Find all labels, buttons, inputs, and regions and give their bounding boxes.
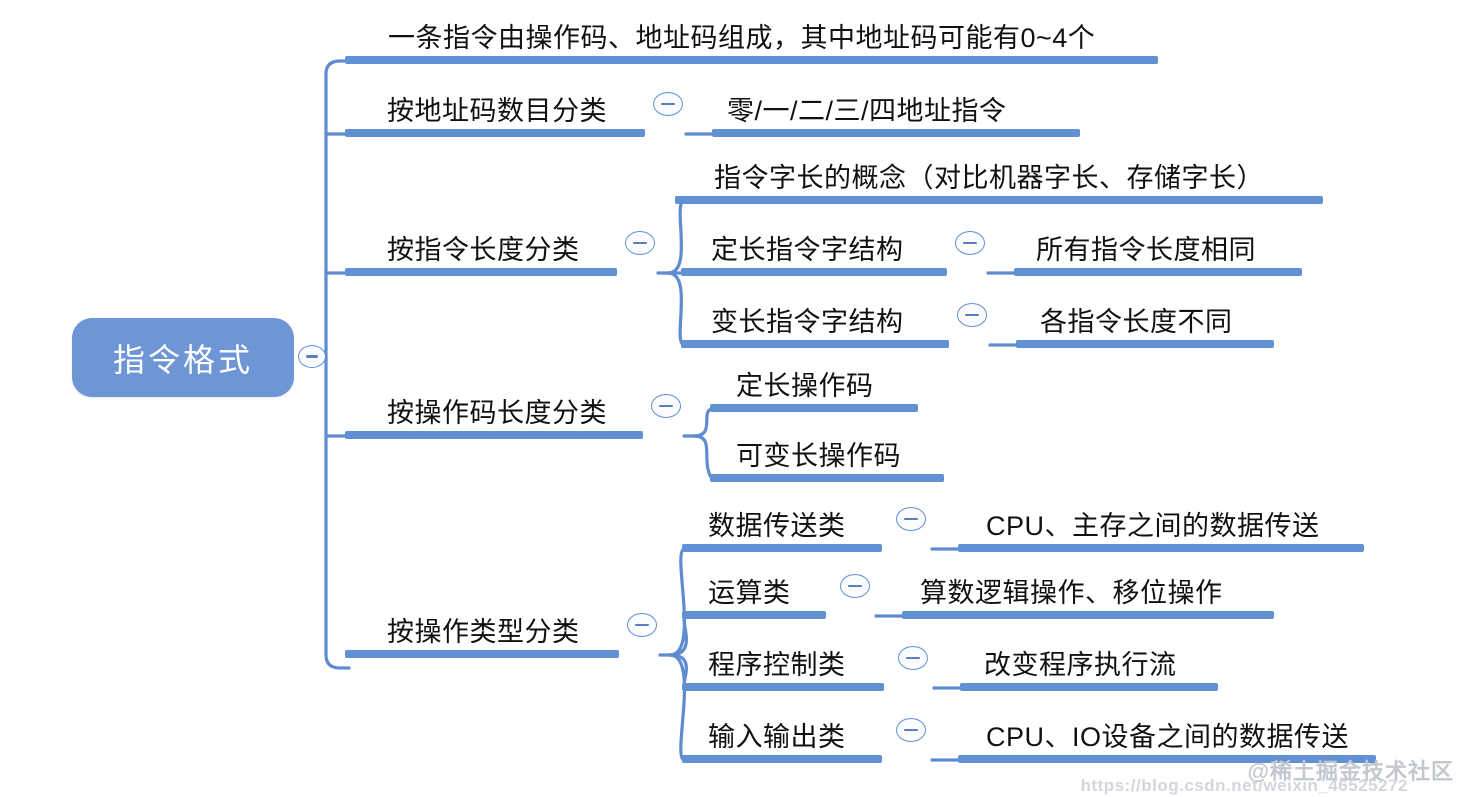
grandchild-node-b5c4g1-label: CPU、IO设备之间的数据传送 — [986, 722, 1350, 752]
child-node-b5c2[interactable]: 运算类 — [682, 569, 826, 619]
grandchild-node-b5c2g1-label: 算数逻辑操作、移位操作 — [920, 578, 1223, 608]
child-node-b5c4-label: 输入输出类 — [708, 722, 846, 752]
child-node-b5c1-label: 数据传送类 — [708, 511, 846, 541]
child-node-b5c3-underline — [682, 683, 884, 691]
grandchild-node-b5c2g1-underline — [902, 611, 1274, 619]
child-node-b5c4[interactable]: 输入输出类 — [682, 713, 882, 763]
child-node-b3c3-label: 变长指令字结构 — [711, 307, 904, 337]
grandchild-node-b5c3g1-underline — [960, 683, 1218, 691]
branch-node-3[interactable]: 按指令长度分类 — [345, 226, 617, 276]
child-node-b2c1-label: 零/一/二/三/四地址指令 — [727, 96, 1007, 126]
branch-node-5[interactable]: 按操作类型分类 — [345, 608, 619, 658]
branch-node-4[interactable]: 按操作码长度分类 — [345, 389, 643, 439]
grandchild-node-b3c3g1-underline — [1016, 340, 1274, 348]
child-node-b5c2-collapse-toggle-icon[interactable] — [840, 574, 870, 598]
branch-node-4-underline — [345, 431, 643, 439]
watermark-url: https://blog.csdn.net/weixin_46525272 — [1080, 776, 1408, 795]
child-node-b2c1[interactable]: 零/一/二/三/四地址指令 — [712, 87, 1080, 137]
grandchild-node-b5c2g1[interactable]: 算数逻辑操作、移位操作 — [902, 569, 1274, 619]
branch-node-2-collapse-toggle-icon[interactable] — [653, 92, 683, 116]
branch-node-5-collapse-toggle-icon[interactable] — [627, 613, 657, 637]
grandchild-node-b3c3g1[interactable]: 各指令长度不同 — [1016, 298, 1274, 348]
branch-node-1-underline — [345, 56, 1158, 64]
child-node-b3c2-collapse-toggle-icon[interactable] — [955, 231, 985, 255]
child-node-b3c2[interactable]: 定长指令字结构 — [681, 226, 947, 276]
child-node-b4c2-label: 可变长操作码 — [736, 441, 901, 471]
child-node-b4c2-underline — [710, 474, 944, 482]
child-node-b5c3-collapse-toggle-icon[interactable] — [898, 646, 928, 670]
grandchild-node-b3c2g1-label: 所有指令长度相同 — [1036, 235, 1256, 265]
child-node-b3c3[interactable]: 变长指令字结构 — [681, 298, 949, 348]
child-node-b5c1[interactable]: 数据传送类 — [682, 502, 882, 552]
root-collapse-toggle-icon[interactable] — [298, 345, 326, 368]
grandchild-node-b5c1g1-label: CPU、主存之间的数据传送 — [986, 511, 1320, 541]
branch-node-3-underline — [345, 268, 617, 276]
grandchild-node-b3c2g1-underline — [1014, 268, 1302, 276]
child-node-b3c1-label: 指令字长的概念（对比机器字长、存储字长） — [714, 163, 1264, 193]
child-node-b3c1-underline — [675, 196, 1323, 204]
child-node-b3c2-underline — [681, 268, 947, 276]
child-node-b3c3-collapse-toggle-icon[interactable] — [957, 303, 987, 327]
grandchild-node-b3c3g1-label: 各指令长度不同 — [1040, 307, 1233, 337]
child-node-b4c1-underline — [710, 404, 918, 412]
branch-node-3-label: 按指令长度分类 — [387, 235, 580, 265]
branch-node-2-underline — [345, 129, 645, 137]
child-node-b3c3-underline — [681, 340, 949, 348]
grandchild-node-b5c1g1[interactable]: CPU、主存之间的数据传送 — [958, 502, 1364, 552]
grandchild-node-b5c1g1-underline — [958, 544, 1364, 552]
grandchild-node-b5c3g1[interactable]: 改变程序执行流 — [960, 641, 1218, 691]
grandchild-node-b5c4g1-underline — [958, 755, 1376, 763]
branch-node-2[interactable]: 按地址码数目分类 — [345, 87, 645, 137]
grandchild-node-b5c3g1-label: 改变程序执行流 — [984, 650, 1177, 680]
child-node-b2c1-underline — [712, 129, 1080, 137]
branch-node-4-collapse-toggle-icon[interactable] — [651, 394, 681, 418]
child-node-b5c2-underline — [682, 611, 826, 619]
child-node-b4c1-label: 定长操作码 — [736, 371, 874, 401]
child-node-b5c3-label: 程序控制类 — [708, 650, 846, 680]
branch-node-3-collapse-toggle-icon[interactable] — [625, 231, 655, 255]
child-node-b4c1[interactable]: 定长操作码 — [710, 362, 918, 412]
child-node-b5c1-underline — [682, 544, 882, 552]
grandchild-node-b3c2g1[interactable]: 所有指令长度相同 — [1014, 226, 1302, 276]
child-node-b5c3[interactable]: 程序控制类 — [682, 641, 884, 691]
child-node-b5c4-underline — [682, 755, 882, 763]
child-node-b3c1[interactable]: 指令字长的概念（对比机器字长、存储字长） — [675, 154, 1323, 204]
root-node-label: 指令格式 — [112, 341, 253, 378]
branch-node-1[interactable]: 一条指令由操作码、地址码组成，其中地址码可能有0~4个 — [345, 14, 1158, 64]
child-node-b5c1-collapse-toggle-icon[interactable] — [896, 507, 926, 531]
child-node-b3c2-label: 定长指令字结构 — [711, 235, 904, 265]
child-node-b5c2-label: 运算类 — [708, 578, 791, 608]
grandchild-node-b5c4g1[interactable]: CPU、IO设备之间的数据传送 — [958, 713, 1376, 763]
branch-node-5-underline — [345, 650, 619, 658]
branch-node-2-label: 按地址码数目分类 — [387, 96, 607, 126]
branch-node-5-label: 按操作类型分类 — [387, 617, 580, 647]
child-node-b4c2[interactable]: 可变长操作码 — [710, 432, 944, 482]
root-node[interactable]: 指令格式 — [72, 318, 294, 397]
branch-node-4-label: 按操作码长度分类 — [387, 398, 607, 428]
branch-node-1-label: 一条指令由操作码、地址码组成，其中地址码可能有0~4个 — [388, 23, 1096, 53]
child-node-b5c4-collapse-toggle-icon[interactable] — [896, 718, 926, 742]
